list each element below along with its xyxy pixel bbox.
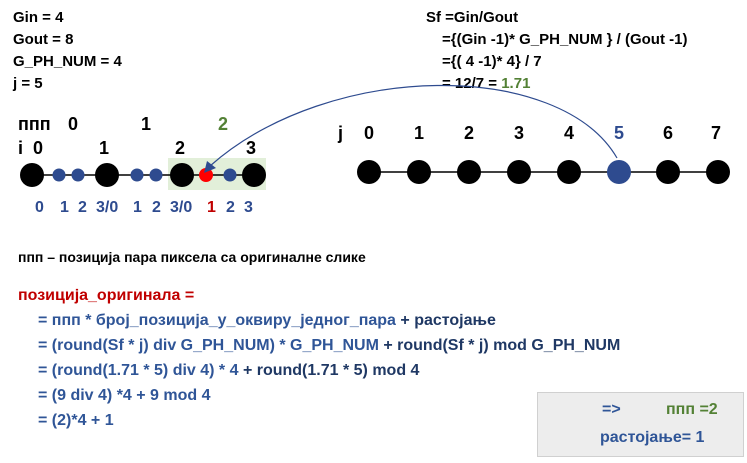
formula-line-1: = ппп * број_позиција_у_оквиру_једног_па… xyxy=(38,312,496,330)
sub-label-4: 1 xyxy=(133,199,142,216)
right-dots xyxy=(357,160,730,184)
formula-line-1-distance: + растојање xyxy=(395,312,496,329)
result-box: => ппп =2 растојање= 1 xyxy=(537,392,744,457)
result-distance: растојање= 1 xyxy=(600,429,705,446)
sub-label-8: 2 xyxy=(226,199,235,216)
param-gph-num: G_PH_NUM = 4 xyxy=(13,53,122,70)
sub-label-6: 3/0 xyxy=(170,199,193,216)
sub-label-2: 2 xyxy=(78,199,87,216)
pixel-dot-0 xyxy=(20,163,44,187)
ppp-value-2: 2 xyxy=(218,114,229,134)
output-dot-3 xyxy=(507,160,531,184)
sub-label-7: 1 xyxy=(207,199,216,216)
sub-label-3: 3/0 xyxy=(96,199,119,216)
formula-line-4: = (9 div 4) *4 + 9 mod 4 xyxy=(38,387,211,404)
j-value-1: 1 xyxy=(414,123,425,143)
param-j: j = 5 xyxy=(13,75,43,92)
sub-label-5: 2 xyxy=(152,199,161,216)
formula-line-1-main: = ппп * број_позиција_у_оквиру_једног_па… xyxy=(38,312,396,329)
formula-line-3-distance: + round(1.71 * 5) mod 4 xyxy=(238,362,420,379)
formula-title: позиција_оригинала = xyxy=(18,287,195,304)
legend-text: ппп – позиција пара пиксела са оригиналн… xyxy=(18,249,366,265)
sub-position-dot xyxy=(71,168,85,182)
formula-line-3-main: = (round(1.71 * 5) div 4) * 4 xyxy=(38,362,239,379)
i-value-2: 2 xyxy=(175,138,186,158)
i-value-0: 0 xyxy=(33,138,44,158)
sf-line-1: Sf =Gin/Gout xyxy=(426,9,519,26)
formula-line-5: = (2)*4 + 1 xyxy=(38,412,114,429)
target-position-dot xyxy=(199,168,213,182)
output-dot-7 xyxy=(706,160,730,184)
sub-position-dot xyxy=(149,168,163,182)
pixel-dot-3 xyxy=(242,163,266,187)
output-dot-4 xyxy=(557,160,581,184)
output-dot-5 xyxy=(607,160,631,184)
mapping-arrowhead xyxy=(204,161,216,173)
sub-label-0: 0 xyxy=(35,199,44,216)
i-value-1: 1 xyxy=(99,138,110,158)
j-value-0: 0 xyxy=(364,123,375,143)
formula-line-2-distance: + round(Sf * j) mod G_PH_NUM xyxy=(378,337,621,354)
output-dot-0 xyxy=(357,160,381,184)
output-dot-1 xyxy=(407,160,431,184)
param-gout: Gout = 8 xyxy=(13,31,74,48)
param-gin: Gin = 4 xyxy=(13,9,64,26)
output-dot-6 xyxy=(656,160,680,184)
output-dot-2 xyxy=(457,160,481,184)
j-value-5: 5 xyxy=(614,123,625,143)
sub-position-dot xyxy=(223,168,237,182)
formula-line-2-main: = (round(Sf * j) div G_PH_NUM) * G_PH_NU… xyxy=(38,337,379,354)
sub-position-dot xyxy=(52,168,66,182)
sf-value: 1.71 xyxy=(501,75,531,92)
j-value-7: 7 xyxy=(711,123,722,143)
mapping-arrow xyxy=(209,84,618,167)
ppp-value-0: 0 xyxy=(68,114,79,134)
ppp-label: ппп xyxy=(18,114,51,134)
i-label: i xyxy=(18,138,24,158)
sf-line-2: ={(Gin -1)* G_PH_NUM } / (Gout -1) xyxy=(442,31,688,48)
j-value-6: 6 xyxy=(663,123,674,143)
ppp-value-1: 1 xyxy=(141,114,152,134)
j-value-3: 3 xyxy=(514,123,525,143)
left-dots xyxy=(20,163,266,187)
sf-line-3: ={( 4 -1)* 4} / 7 xyxy=(442,53,542,70)
formula-line-3: = (round(1.71 * 5) div 4) * 4 + round(1.… xyxy=(38,362,419,380)
pixel-dot-2 xyxy=(170,163,194,187)
i-value-3: 3 xyxy=(246,138,257,158)
result-arrow: => xyxy=(602,401,621,418)
sub-position-dot xyxy=(130,168,144,182)
result-ppp: ппп =2 xyxy=(666,401,718,418)
sub-label-9: 3 xyxy=(244,199,253,216)
formula-line-2: = (round(Sf * j) div G_PH_NUM) * G_PH_NU… xyxy=(38,337,620,355)
j-value-2: 2 xyxy=(464,123,475,143)
pixel-dot-1 xyxy=(95,163,119,187)
j-label: j xyxy=(338,123,344,143)
j-value-4: 4 xyxy=(564,123,575,143)
sub-label-1: 1 xyxy=(60,199,69,216)
